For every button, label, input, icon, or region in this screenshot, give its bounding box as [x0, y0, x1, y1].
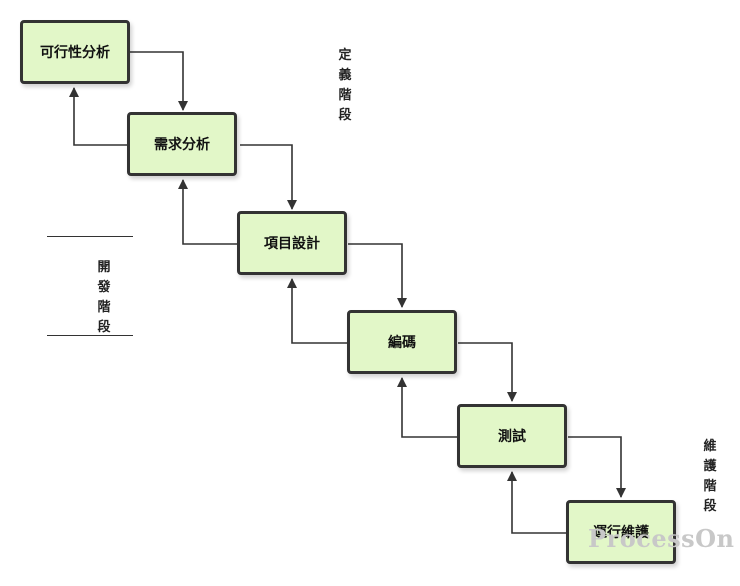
- arrow-forward-1: [130, 51, 188, 111]
- arrow-back-1: [69, 87, 127, 146]
- stage-label: 測試: [498, 429, 526, 445]
- stage-requirements-analysis[interactable]: 需求分析: [127, 112, 237, 176]
- arrow-back-4: [397, 377, 458, 438]
- stage-label: 項目設計: [264, 236, 320, 252]
- arrow-forward-4: [458, 342, 517, 402]
- phase-divider-bottom: [47, 335, 133, 336]
- stage-project-design[interactable]: 項目設計: [237, 211, 347, 275]
- stage-operation-maintenance[interactable]: 運行維護: [566, 500, 676, 564]
- arrow-back-5: [507, 471, 566, 534]
- processon-watermark: ProcessOn: [588, 524, 735, 553]
- arrow-back-2: [178, 179, 238, 245]
- phase-label-definition: 定義階段: [338, 48, 352, 123]
- stage-feasibility-analysis[interactable]: 可行性分析: [20, 20, 130, 84]
- phase-divider-top: [47, 236, 133, 237]
- stage-coding[interactable]: 編碼: [347, 310, 457, 374]
- stage-label: 編碼: [388, 335, 416, 351]
- phase-label-development: 開發階段: [97, 260, 111, 335]
- stage-testing[interactable]: 測試: [457, 404, 567, 468]
- arrow-back-3: [287, 278, 347, 344]
- phase-label-maintenance: 維護階段: [703, 439, 717, 514]
- arrow-forward-5: [568, 436, 626, 498]
- stage-label: 運行維護: [593, 525, 649, 541]
- stage-label: 需求分析: [154, 137, 210, 153]
- stage-label: 可行性分析: [40, 45, 110, 61]
- arrow-forward-3: [348, 243, 407, 308]
- arrow-forward-2: [240, 144, 297, 210]
